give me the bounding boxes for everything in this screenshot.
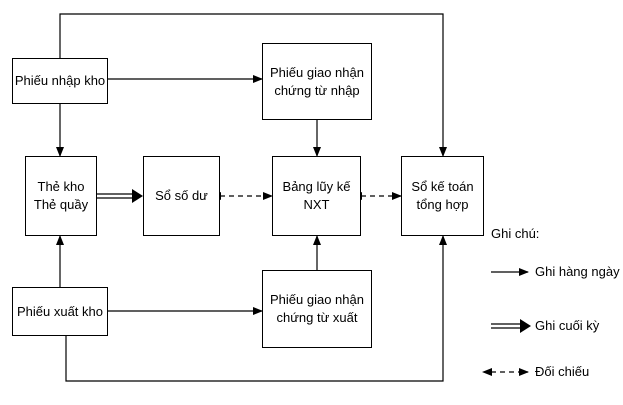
legend-double-arrow-head <box>520 319 531 333</box>
arrow-xuat-to-so-ke-toan <box>65 235 447 382</box>
legend-reconcile-label: Đối chiếu <box>535 364 590 379</box>
node-label: Sổ số dư <box>155 188 208 203</box>
node-label-line-1: Bảng lũy kế <box>282 179 351 194</box>
node-label-line-2: tổng hợp <box>416 197 469 212</box>
node-the-kho: Thẻ kho Thẻ quầy <box>25 156 97 236</box>
node-label-line-1: Thẻ kho <box>37 179 85 194</box>
node-so-ke-toan: Sổ kế toán tổng hợp <box>401 156 484 236</box>
node-label: Phiếu nhập kho <box>14 73 106 88</box>
node-label-line-1: Sổ kế toán <box>411 179 474 194</box>
node-label-line-1: Phiếu giao nhận <box>270 292 364 307</box>
node-label-line-1: Phiếu giao nhận <box>270 64 364 80</box>
node-phieu-xuat-kho: Phiếu xuất kho <box>12 287 108 336</box>
node-so-so-du: Sổ số dư <box>143 156 220 236</box>
node-label-line-2: chứng từ xuất <box>276 310 358 325</box>
node-label-line-2: chứng từ nhập <box>274 82 360 98</box>
double-arrow-the-kho-to-so-so-du <box>97 193 134 199</box>
node-label: Phiếu xuất kho <box>16 303 103 319</box>
node-phieu-giao-nhan-xuat: Phiếu giao nhận chứng từ xuất <box>262 270 372 348</box>
node-phieu-giao-nhan-nhap: Phiếu giao nhận chứng từ nhập <box>262 43 372 120</box>
node-phieu-nhap-kho: Phiếu nhập kho <box>12 58 108 104</box>
arrow-nhap-to-so-ke-toan <box>59 13 447 157</box>
node-bang-luy-ke: Bảng lũy kế NXT <box>272 156 361 236</box>
legend-end-of-period-arrow <box>491 323 522 329</box>
node-label-line-2: NXT <box>303 197 330 212</box>
node-label-line-2: Thẻ quầy <box>33 197 89 212</box>
legend-daily-label: Ghi hàng ngày <box>535 264 620 279</box>
legend-title: Ghi chú: <box>491 226 540 241</box>
legend-end-of-period-label: Ghi cuối kỳ <box>535 318 600 333</box>
double-arrow-head <box>132 189 143 203</box>
